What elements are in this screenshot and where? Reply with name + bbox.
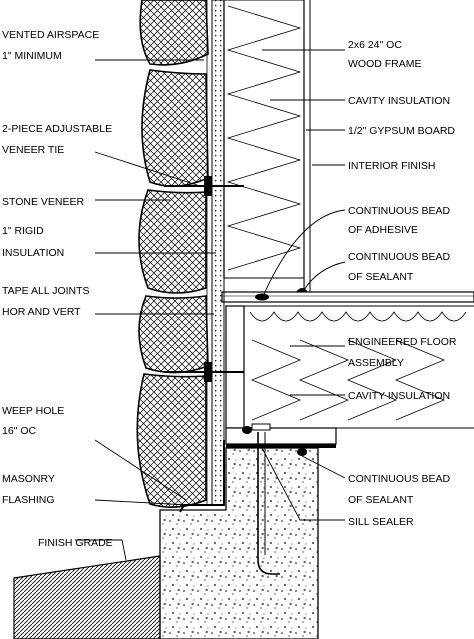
label-cavity-insulation-lower: CAVITY INSULATION — [348, 390, 450, 402]
engineered-floor-insulation — [249, 311, 467, 322]
stone-5 — [136, 373, 207, 508]
bolt-nut — [251, 423, 271, 431]
cavity-insulation-lower-batt — [250, 339, 446, 421]
stone-veneer-blocks — [136, 0, 209, 508]
grade-surface — [13, 555, 161, 639]
tie-lower-plate — [204, 362, 212, 382]
cavity-insulation-upper-batt — [226, 5, 302, 271]
sealant-bead-lower-1 — [242, 426, 252, 434]
leader-bead-sealant-upper — [303, 261, 346, 291]
leader-veneer-tie — [94, 151, 201, 187]
leaders-right — [261, 49, 346, 521]
sill-sealer-strip — [226, 444, 336, 448]
rigid-insulation-board — [211, 0, 225, 506]
label-finish-grade: FINISH GRADE — [38, 537, 113, 549]
bottom-plate — [223, 277, 305, 293]
rim-board — [225, 305, 245, 429]
floor-assembly — [221, 288, 474, 456]
adhesive-bead — [255, 293, 269, 301]
wood-stud — [223, 0, 305, 279]
stone-1 — [139, 0, 209, 66]
foundation-wall — [159, 447, 319, 639]
anchor-bolt — [257, 432, 280, 575]
foundation — [159, 423, 319, 639]
leader-masonry-flashing — [94, 499, 189, 506]
leader-finish-grade — [75, 539, 127, 561]
leader-bead-sealant-lower — [301, 455, 346, 479]
stone-4 — [138, 295, 209, 374]
leader-bead-adhesive — [263, 209, 346, 295]
label-interior-finish: INTERIOR FINISH — [348, 160, 436, 172]
veneer-ties — [164, 176, 244, 506]
rigid-insulation-layer — [179, 0, 225, 513]
leader-sill-sealer — [261, 447, 345, 521]
label-gypsum-board: 1/2" GYPSUM BOARD — [348, 125, 455, 137]
finish-grade-soil — [13, 555, 161, 639]
leaders-left — [75, 59, 216, 561]
label-stone-veneer: STONE VENEER — [2, 196, 84, 208]
stone-3 — [138, 189, 207, 294]
leader-weep-hole — [94, 439, 187, 501]
label-cavity-insulation-upper: CAVITY INSULATION — [348, 95, 450, 107]
stone-2 — [141, 69, 209, 187]
tie-upper-plate — [204, 176, 212, 196]
wall-framing — [223, 0, 311, 296]
label-sill-sealer: SILL SEALER — [348, 516, 414, 528]
